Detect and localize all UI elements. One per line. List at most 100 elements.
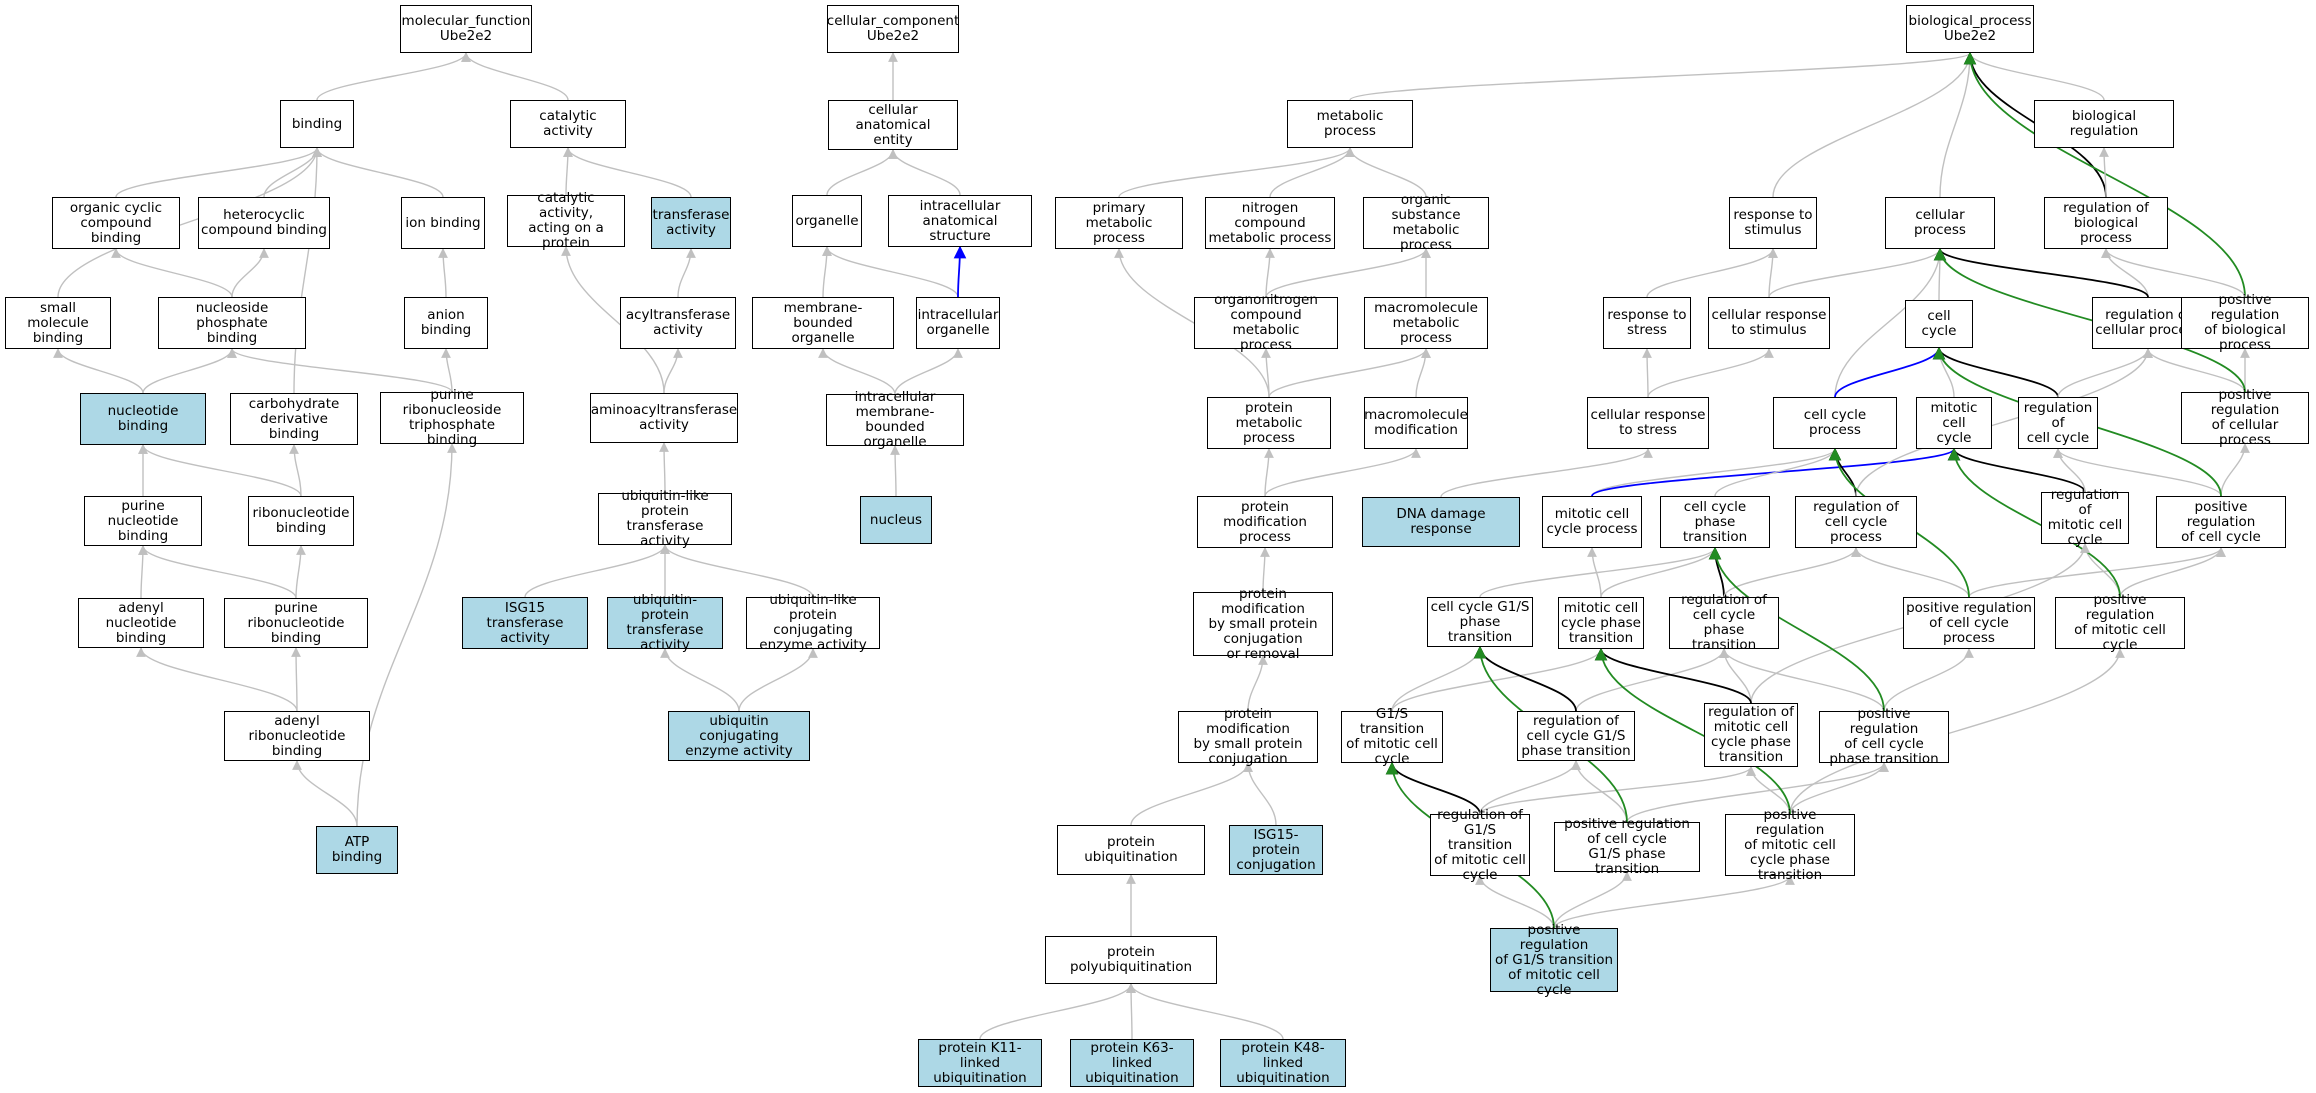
term-ub-transferase[interactable]: ubiquitin-protein transferase activity <box>607 593 723 653</box>
term-cc-process[interactable]: cell cycle process <box>1773 397 1897 449</box>
term-k63[interactable]: protein K63-linked ubiquitination <box>1070 1039 1194 1087</box>
term-nitrogen-met[interactable]: nitrogen compound metabolic process <box>1205 197 1335 249</box>
term-pos-reg-cellular[interactable]: positive regulation of cellular process <box>2181 388 2309 448</box>
term-ion-binding[interactable]: ion binding <box>401 197 485 249</box>
term-intra-anat[interactable]: intracellular anatomical structure <box>888 195 1032 247</box>
term-heterocyclic[interactable]: heterocyclic compound binding <box>198 197 330 249</box>
term-purine-rnt[interactable]: purine ribonucleotide binding <box>224 598 368 648</box>
term-org-subst-met[interactable]: organic substance metabolic process <box>1363 193 1489 253</box>
term-reg-cc-phase[interactable]: regulation of cell cycle phase transitio… <box>1669 593 1779 653</box>
term-g1s-mitotic[interactable]: G1/S transition of mitotic cell cycle <box>1341 707 1443 767</box>
term-ubl-conj[interactable]: ubiquitin-like protein conjugating enzym… <box>746 593 880 653</box>
term-intra-mem-org[interactable]: intracellular membrane-bounded organelle <box>826 390 964 450</box>
term-small-mol[interactable]: small molecule binding <box>5 297 111 349</box>
term-acyltrans[interactable]: acyltransferase activity <box>620 297 736 349</box>
term-carb-deriv[interactable]: carbohydrate derivative binding <box>230 393 358 445</box>
term-reg-mitotic-phase[interactable]: regulation of mitotic cell cycle phase t… <box>1704 703 1798 767</box>
term-nucleus[interactable]: nucleus <box>860 496 932 544</box>
edge-reg-mitotic-phase-to-reg-cc-phase <box>1719 648 1752 704</box>
term-cell-cycle[interactable]: cell cycle <box>1905 300 1973 348</box>
term-organonitrogen[interactable]: organonitrogen compound metabolic proces… <box>1194 293 1338 353</box>
term-protein-met[interactable]: protein metabolic process <box>1207 397 1331 449</box>
term-k11[interactable]: protein K11-linked ubiquitination <box>918 1039 1042 1087</box>
term-reg-mitotic-cc[interactable]: regulation of mitotic cell cycle <box>2041 488 2129 548</box>
term-intra-org[interactable]: intracellular organelle <box>916 297 1000 349</box>
term-purine-rns-tp[interactable]: purine ribonucleoside triphosphate bindi… <box>380 388 524 448</box>
term-ubl-transferase[interactable]: ubiquitin-like protein transferase activ… <box>598 489 732 549</box>
edge-cell-resp-stim-to-resp-stim <box>1768 248 1778 298</box>
term-resp-stress[interactable]: response to stress <box>1603 297 1691 349</box>
term-organelle[interactable]: organelle <box>792 195 862 247</box>
term-mitotic-cc[interactable]: mitotic cell cycle <box>1916 397 1992 449</box>
edge-cell-resp-stress-to-resp-stress <box>1642 348 1652 398</box>
term-bp-root[interactable]: biological_process Ube2e2 <box>1906 5 2034 53</box>
term-prot-mod[interactable]: protein modification process <box>1197 496 1333 548</box>
term-ribonucleotide[interactable]: ribonucleotide binding <box>248 496 354 546</box>
edge-intra-mem-org-to-membrane-org <box>818 348 896 395</box>
term-k48[interactable]: protein K48-linked ubiquitination <box>1220 1039 1346 1087</box>
term-ub-conj[interactable]: ubiquitin conjugating enzyme activity <box>668 711 810 761</box>
term-cell-process[interactable]: cellular process <box>1885 197 1995 249</box>
edge-purine-rnt-to-ribonucleotide <box>295 545 306 599</box>
term-isg15-conj[interactable]: ISG15-protein conjugation <box>1229 825 1323 875</box>
term-cat-protein[interactable]: catalytic activity, acting on a protein <box>507 191 625 251</box>
term-primary-met[interactable]: primary metabolic process <box>1055 197 1183 249</box>
term-anat-entity[interactable]: cellular anatomical entity <box>828 100 958 150</box>
term-catalytic[interactable]: catalytic activity <box>510 100 626 148</box>
term-cell-resp-stress[interactable]: cellular response to stress <box>1587 397 1709 449</box>
edge-purine-rnt-to-purine-nt <box>138 545 297 599</box>
term-pos-reg-cc-g1s[interactable]: positive regulation of cell cycle G1/S p… <box>1554 817 1700 877</box>
term-transferase[interactable]: transferase activity <box>651 197 731 249</box>
term-reg-ccp[interactable]: regulation of cell cycle process <box>1795 496 1917 548</box>
term-mf-root[interactable]: molecular_function Ube2e2 <box>400 5 532 53</box>
term-pos-reg-cc[interactable]: positive regulation of cell cycle <box>2156 496 2286 548</box>
term-cc-root[interactable]: cellular_component Ube2e2 <box>827 5 959 53</box>
term-nucleotide[interactable]: nucleotide binding <box>80 393 206 445</box>
term-dna-damage[interactable]: DNA damage response <box>1362 497 1520 547</box>
term-atp[interactable]: ATP binding <box>316 826 398 874</box>
term-anion[interactable]: anion binding <box>404 297 488 349</box>
edge-nucleoside-p-to-heterocyclic <box>231 248 269 298</box>
term-pos-reg-ccp[interactable]: positive regulation of cell cycle proces… <box>1903 597 2035 649</box>
term-org-cyclic[interactable]: organic cyclic compound binding <box>52 197 180 249</box>
term-pos-reg-cc-phase[interactable]: positive regulation of cell cycle phase … <box>1819 707 1949 767</box>
edge-anion-to-ion-binding <box>438 248 448 298</box>
term-bio-reg[interactable]: biological regulation <box>2034 100 2174 148</box>
term-reg-bio[interactable]: regulation of biological process <box>2044 197 2168 249</box>
term-membrane-org[interactable]: membrane-bounded organelle <box>752 297 894 349</box>
term-metabolic[interactable]: metabolic process <box>1287 100 1413 148</box>
edge-resp-stress-to-resp-stim <box>1646 248 1778 298</box>
edge-small-mol-to-binding <box>57 147 322 298</box>
term-macromol-met[interactable]: macromolecule metabolic process <box>1364 297 1488 349</box>
term-binding[interactable]: binding <box>280 100 354 148</box>
edge-prot-mod-small-to-prot-mod-small-rem <box>1247 655 1268 712</box>
term-pos-reg-mitotic-phase[interactable]: positive regulation of mitotic cell cycl… <box>1725 807 1855 882</box>
term-cc-g1s[interactable]: cell cycle G1/S phase transition <box>1427 597 1533 647</box>
term-aminoacyl[interactable]: aminoacyltransferase activity <box>590 393 738 443</box>
term-pos-reg-bio[interactable]: positive regulation of biological proces… <box>2181 293 2309 353</box>
term-mitotic-phase-trans[interactable]: mitotic cell cycle phase transition <box>1558 597 1644 649</box>
term-pos-reg-mitotic-cc[interactable]: positive regulation of mitotic cell cycl… <box>2055 593 2185 653</box>
term-reg-cc[interactable]: regulation of cell cycle <box>2018 397 2098 449</box>
term-prot-ubiq[interactable]: protein ubiquitination <box>1057 825 1205 875</box>
term-purine-nt[interactable]: purine nucleotide binding <box>84 496 202 546</box>
term-macromol-mod[interactable]: macromolecule modification <box>1364 397 1468 449</box>
term-prot-mod-small-rem[interactable]: protein modification by small protein co… <box>1193 586 1333 661</box>
term-adenyl-nt[interactable]: adenyl nucleotide binding <box>78 598 204 648</box>
edge-reg-mitotic-phase-to-mitotic-phase-trans <box>1594 647 1752 704</box>
term-resp-stim[interactable]: response to stimulus <box>1729 197 1817 249</box>
edge-adenyl-rnt-to-adenyl-nt <box>136 647 298 712</box>
term-cell-resp-stim[interactable]: cellular response to stimulus <box>1708 297 1830 349</box>
term-prot-polyubiq[interactable]: protein polyubiquitination <box>1045 936 1217 984</box>
term-cc-phase-trans[interactable]: cell cycle phase transition <box>1660 496 1770 548</box>
edge-pos-reg-bio-to-bp-root <box>1963 51 2246 298</box>
term-nucleoside-p[interactable]: nucleoside phosphate binding <box>158 297 306 349</box>
term-adenyl-rnt[interactable]: adenyl ribonucleotide binding <box>224 711 370 761</box>
term-pos-reg-g1s-mitotic[interactable]: positive regulation of G1/S transition o… <box>1490 922 1618 997</box>
term-mitotic-ccp[interactable]: mitotic cell cycle process <box>1542 496 1642 548</box>
term-reg-g1s-mitotic[interactable]: regulation of G1/S transition of mitotic… <box>1430 807 1530 882</box>
term-isg15-trans[interactable]: ISG15 transferase activity <box>462 597 588 649</box>
term-reg-cc-g1s[interactable]: regulation of cell cycle G1/S phase tran… <box>1517 711 1635 761</box>
term-prot-mod-small[interactable]: protein modification by small protein co… <box>1178 707 1318 767</box>
edge-reg-bio-to-bio-reg <box>2099 147 2109 198</box>
